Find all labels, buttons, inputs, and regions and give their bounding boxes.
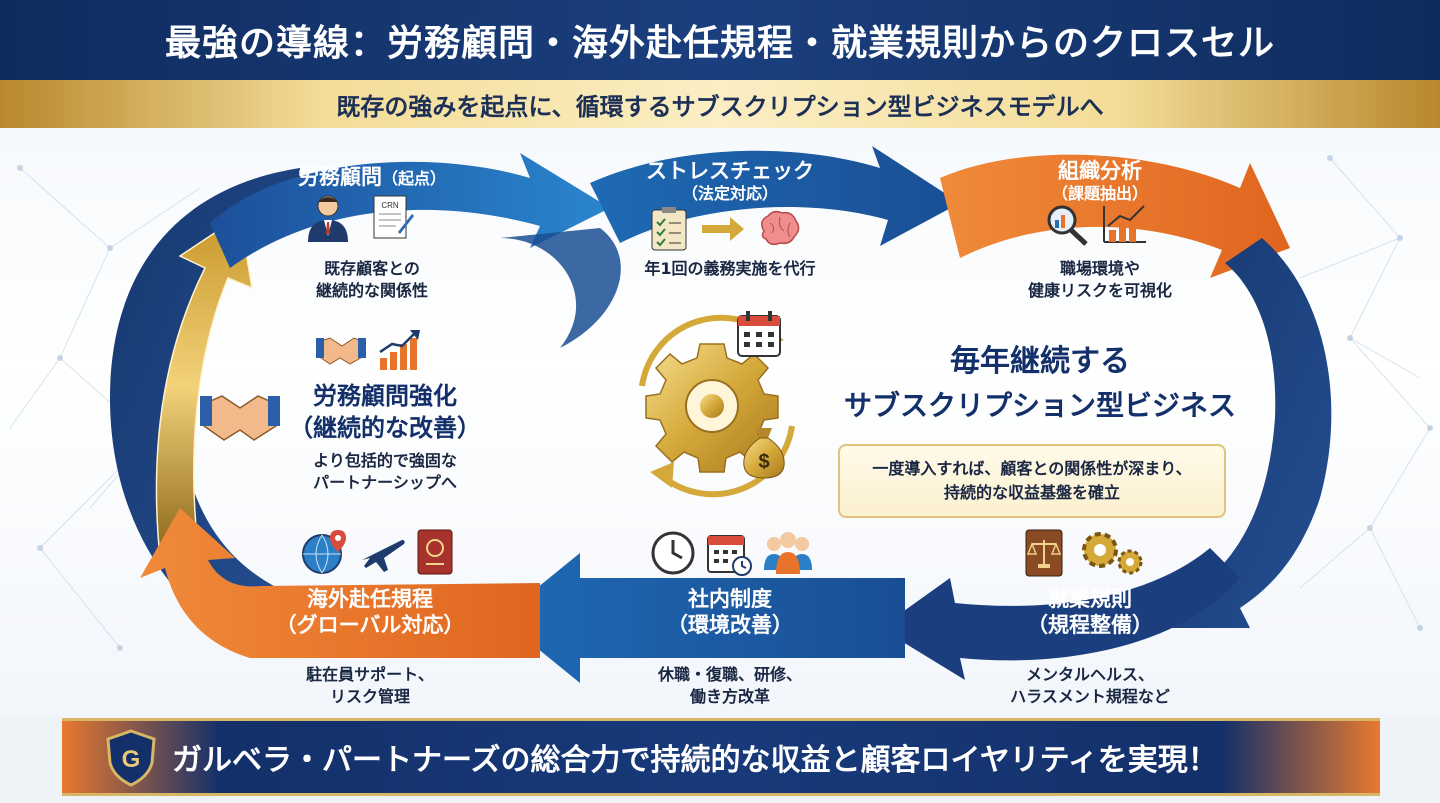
calendar-icon	[737, 311, 781, 357]
top-left-arrow	[210, 153, 610, 268]
strengthen-title: 労務顧問強化 （継続的な改善）	[289, 382, 481, 442]
brain-icon	[761, 210, 800, 246]
footer-banner: G ガルベラ・パートナーズの総合力で持続的な収益と顧客ロイヤリティを実現！	[62, 718, 1380, 796]
strengthen-top-icons	[316, 328, 422, 372]
svg-text:G: G	[122, 746, 141, 773]
airplane-icon	[362, 540, 405, 572]
calendar-small-icon	[707, 535, 752, 576]
svg-text:CRN: CRN	[381, 201, 399, 210]
center-summary-box: 一度導入すれば、顧客との関係性が深まり、 持続的な収益基盤を確立	[838, 444, 1226, 518]
strengthen-desc: より包括的で強固なパートナーシップへ	[313, 451, 457, 492]
right-ring-segment	[1160, 238, 1332, 628]
shield-logo-icon: G	[106, 729, 156, 787]
checklist-icon	[651, 207, 687, 251]
arrow-right-icon	[702, 217, 744, 241]
passport-icon	[417, 529, 453, 575]
start-desc: 既存顧客との継続的な関係性	[315, 259, 428, 300]
gears-icon	[1082, 532, 1143, 575]
page-title: 最強の導線：労務顧問・海外赴任規程・就業規則からのクロスセル	[164, 23, 1275, 64]
svg-text:$: $	[758, 451, 769, 473]
page-title-bar: 最強の導線：労務顧問・海外赴任規程・就業規則からのクロスセル	[0, 0, 1440, 80]
internal-system-desc: 休職・復職、研修、働き方改革	[657, 665, 802, 706]
cycle-arrows	[9, 146, 1433, 683]
start-icons: CRN	[300, 192, 416, 242]
bottom-right-arrow	[880, 548, 1240, 680]
org-analysis-desc: 職場環境や健康リスクを可視化	[1027, 259, 1172, 300]
internal-system-title: 社内制度 （環境改善）	[667, 587, 793, 637]
internal-system-icons	[650, 530, 814, 576]
center-gear-cycle-icon	[639, 314, 795, 498]
overseas-desc: 駐在員サポート、リスク管理	[306, 665, 434, 706]
org-analysis-icons	[1044, 202, 1148, 246]
handshake-large-icon	[200, 395, 280, 441]
footer-message: ガルベラ・パートナーズの総合力で持続的な収益と顧客ロイヤリティを実現！	[172, 743, 1218, 778]
money-bag-icon: $	[743, 428, 785, 479]
stress-check-icons	[648, 206, 802, 252]
start-title: 労務顧問（起点）	[297, 165, 446, 189]
page-subtitle: 既存の強みを起点に、循環するサブスクリプション型ビジネスモデルへ	[336, 92, 1104, 121]
work-rules-icons	[1022, 528, 1146, 578]
growth-chart-icon	[379, 330, 420, 370]
work-rules-desc: メンタルヘルス、ハラスメント規程など	[1010, 665, 1170, 706]
overseas-icons	[300, 528, 456, 576]
subtitle-bar: 既存の強みを起点に、循環するサブスクリプション型ビジネスモデルへ	[0, 80, 1440, 128]
top-right-arrow	[940, 154, 1290, 278]
businessman-icon	[308, 195, 348, 242]
contract-document-icon: CRN	[373, 195, 414, 239]
stress-check-title: ストレスチェック （法定対応）	[646, 159, 814, 203]
cycle-diagram: 労務顧問（起点） CRN 既存顧客との継続的な関係性 ストレスチェック （法定対…	[0, 128, 1440, 718]
magnifier-chart-icon	[1047, 205, 1088, 246]
law-book-icon	[1025, 529, 1063, 577]
top-inner-swoop	[500, 228, 621, 348]
handshake-icon	[316, 337, 366, 365]
globe-pin-icon	[302, 530, 346, 574]
bottom-middle-arrow	[500, 553, 905, 683]
clock-icon	[651, 531, 695, 575]
work-rules-title: 就業規則 （規程整備）	[1027, 587, 1153, 637]
bottom-left-arrow	[140, 508, 540, 658]
org-analysis-title: 組織分析 （課題抽出）	[1051, 159, 1148, 203]
team-icon	[764, 532, 812, 574]
center-headline: 毎年継続する サブスクリプション型ビジネス	[843, 344, 1236, 422]
stress-check-desc: 年1回の義務実施を代行	[644, 259, 816, 278]
bar-chart-icon	[1103, 205, 1146, 243]
overseas-title: 海外赴任規程 （グローバル対応）	[275, 587, 465, 637]
background-network	[9, 157, 1431, 649]
top-middle-arrow	[590, 146, 960, 246]
